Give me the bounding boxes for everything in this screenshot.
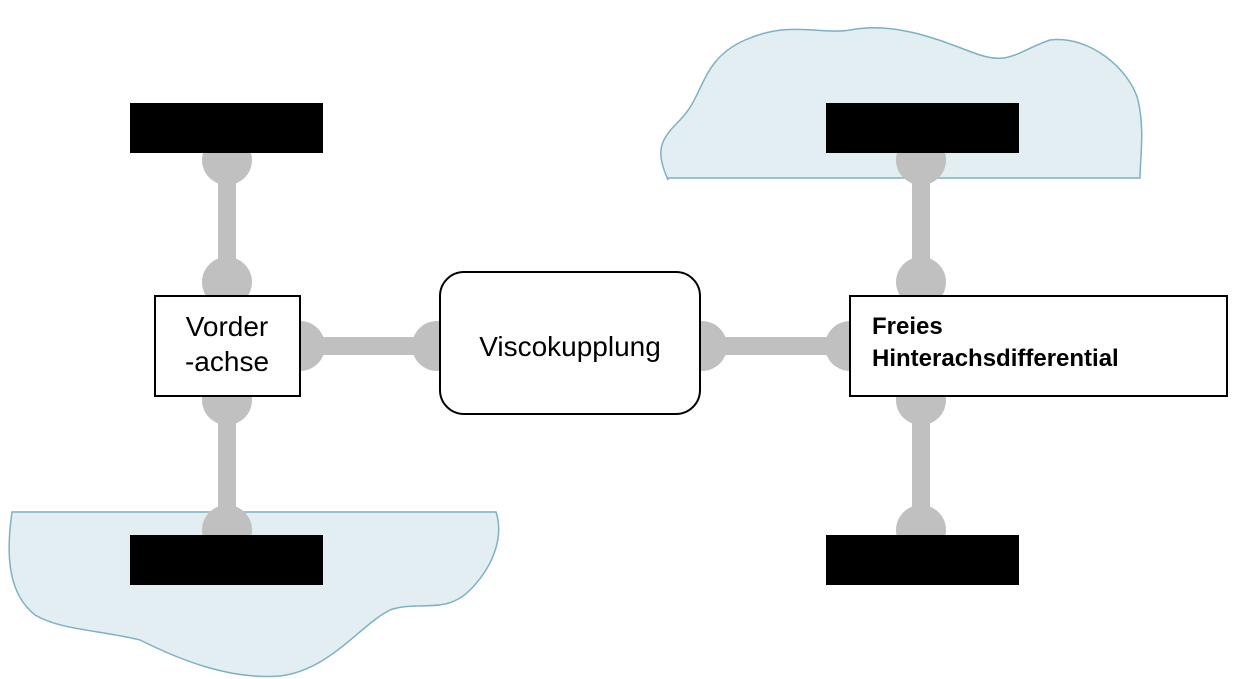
rear-differential-box: [849, 295, 1228, 397]
visco-coupling-box: [439, 271, 701, 415]
wheel-rear-right: [826, 535, 1019, 585]
front-axle-label-line2: -achse: [185, 346, 269, 377]
joint-left-axle-top: [202, 257, 252, 307]
front-axle-label-line1: Vorder: [186, 311, 269, 342]
shaft-visco-to-rear: [700, 337, 850, 355]
right-shaft-bottom: [912, 390, 930, 540]
wheel-front-right: [130, 535, 323, 585]
joint-right-axle-top: [896, 257, 946, 307]
wheel-rear-left: [826, 103, 1019, 153]
rear-differential-label-line2: Hinterachsdifferential: [872, 345, 1119, 372]
visco-coupling-label: Viscokupplung: [479, 331, 661, 362]
wheel-front-left: [130, 103, 323, 153]
left-shaft-bottom: [218, 390, 236, 540]
rear-differential-label-line1: Freies: [872, 313, 943, 340]
shaft-front-to-visco: [300, 337, 440, 355]
front-axle-box: [154, 295, 301, 397]
